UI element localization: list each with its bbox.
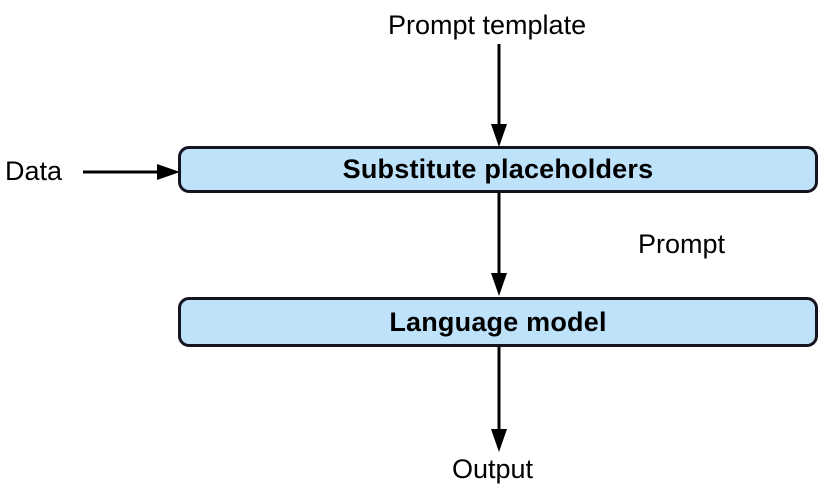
edge-data-to-substitute [83,163,181,181]
output-label: Output [452,454,534,484]
edge-substitute-to-model [490,193,508,297]
data-label: Data [5,156,63,186]
node-language-model[interactable]: Language model [178,297,818,347]
node-substitute-placeholders[interactable]: Substitute placeholders [178,146,818,193]
node-language-model-label: Language model [389,306,607,337]
node-substitute-placeholders-label: Substitute placeholders [342,154,654,184]
prompt-edge-label: Prompt [638,229,726,259]
prompt-template-label: Prompt template [388,10,587,40]
edge-template-to-substitute [490,44,508,148]
edge-model-to-output [490,347,508,453]
